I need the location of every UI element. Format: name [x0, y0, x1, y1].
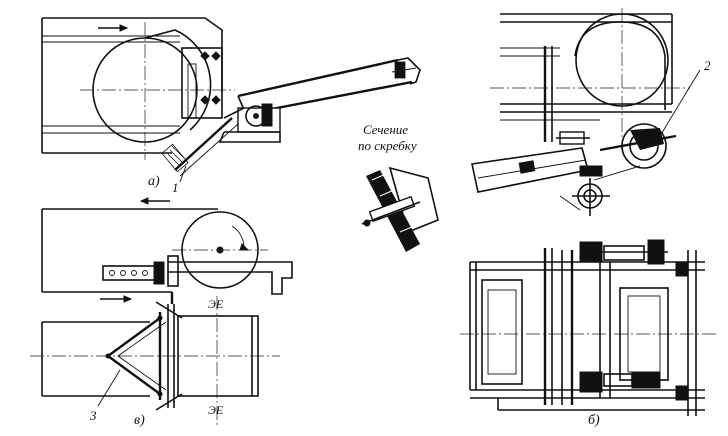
view-middle-left-drawing: [41, 197, 293, 304]
view-v-label: в): [134, 413, 145, 428]
section-title-line2: по скребку: [358, 138, 417, 153]
view-b-label: б): [588, 413, 600, 428]
section-mark-top: ЭЕ: [208, 297, 224, 311]
scraper-section-drawing: [361, 166, 439, 252]
view-b-drawing: [460, 239, 716, 416]
item-1-label: 1: [172, 180, 179, 195]
view-a-label: а): [148, 174, 160, 189]
section-title-line1: Сечение: [363, 122, 408, 137]
view-v-drawing: [30, 296, 280, 425]
item-3-label: 3: [89, 408, 97, 423]
section-mark-bottom: ЭЕ: [208, 403, 224, 417]
view-side-right-drawing: [471, 8, 701, 216]
view-a-drawing: [41, 17, 421, 183]
item-2-label: 2: [704, 58, 711, 73]
